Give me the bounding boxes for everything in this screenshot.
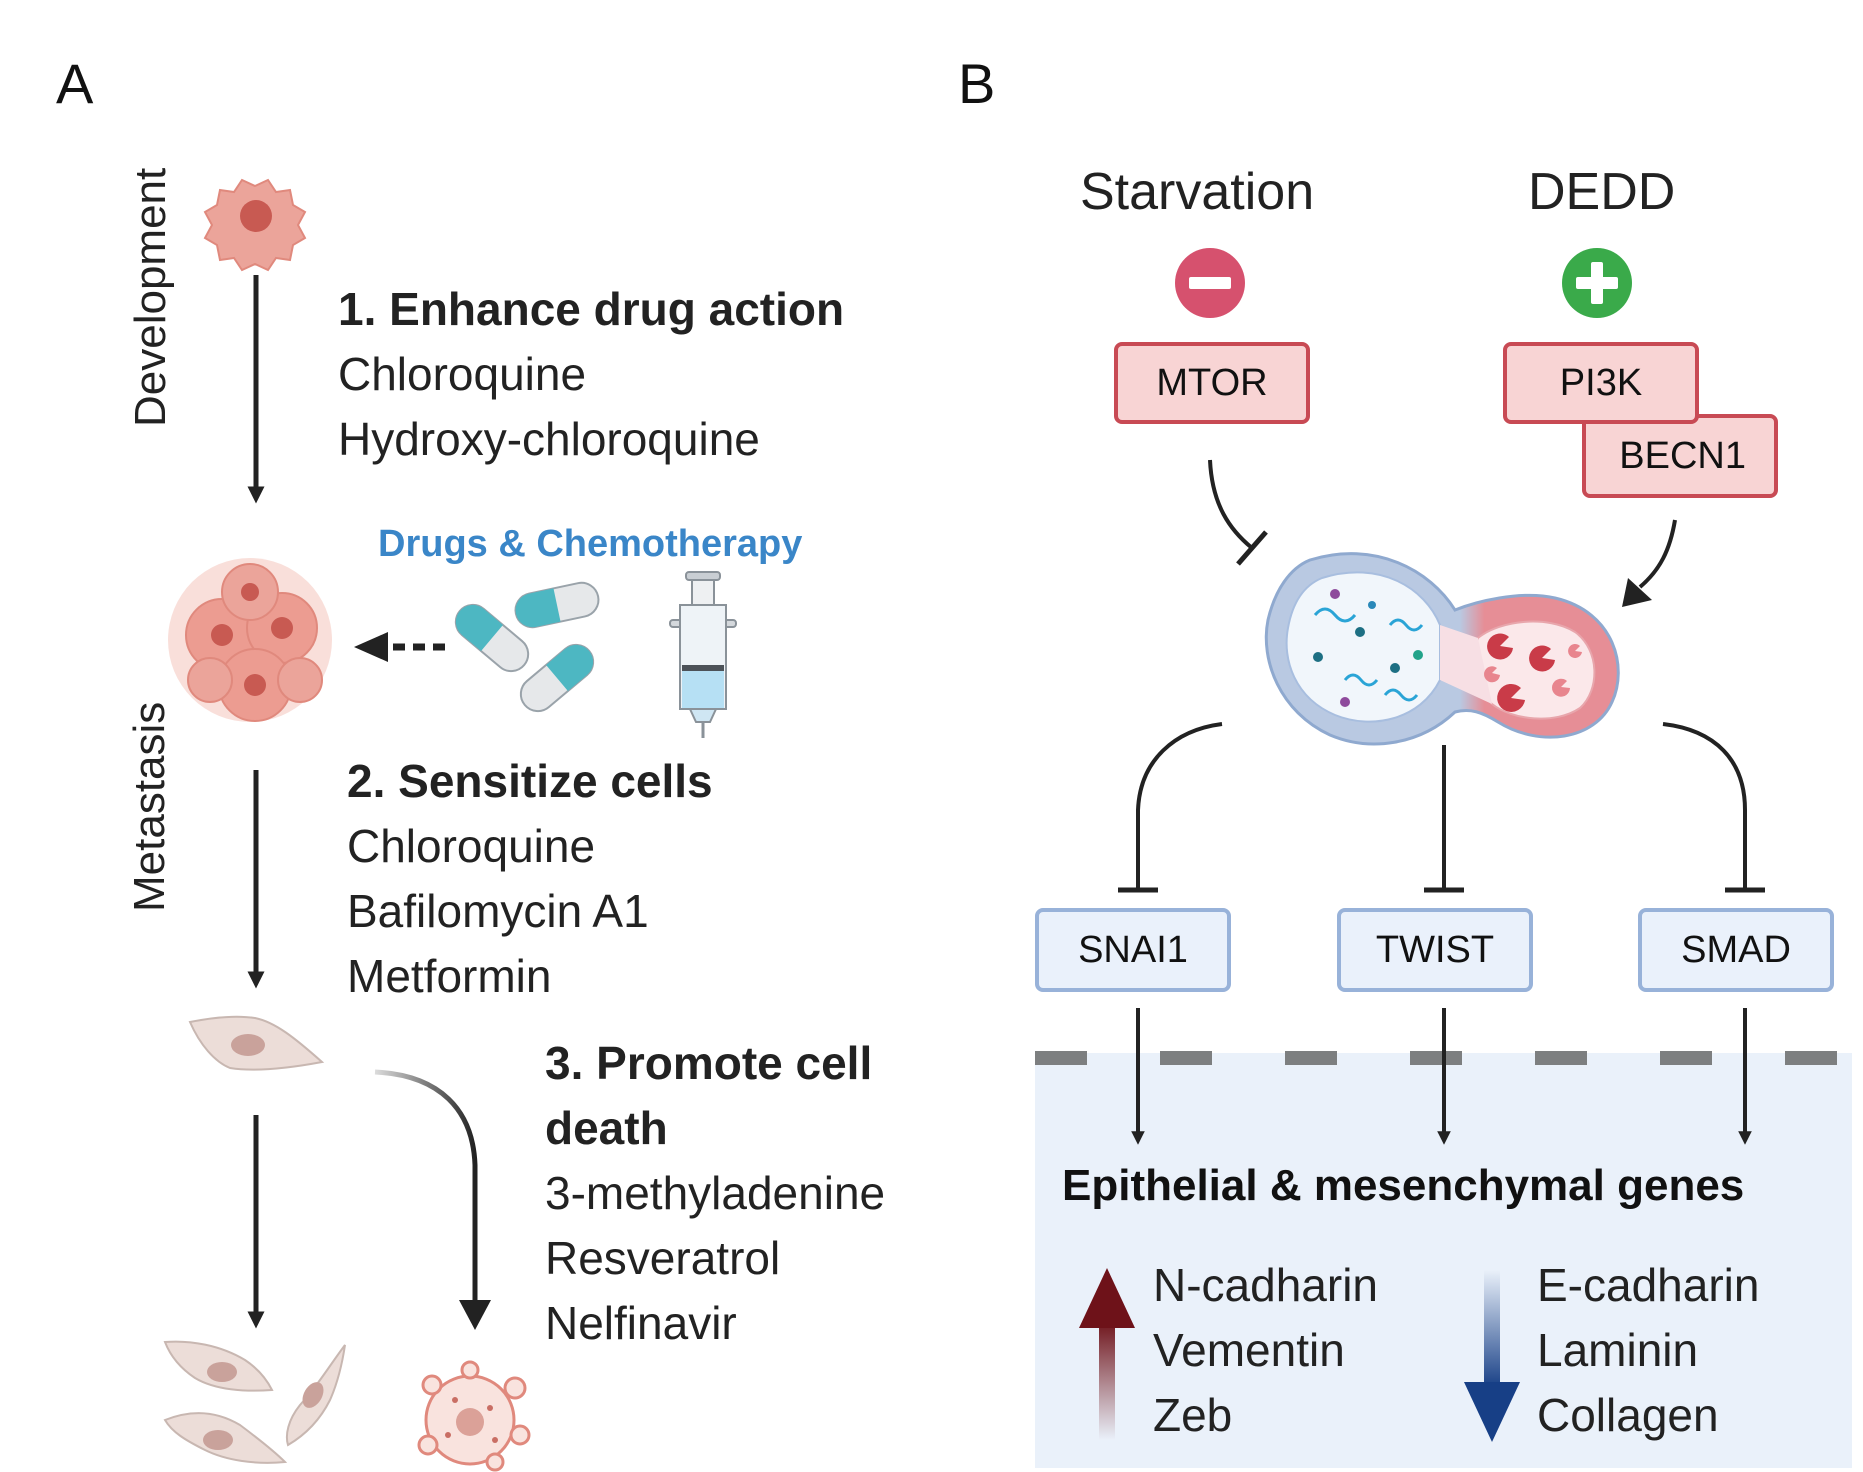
group3-heading-cont: death (545, 1102, 668, 1154)
smad-inhibition-line (1662, 722, 1747, 890)
snai1-box: SNAI1 (1035, 908, 1231, 992)
pill-icon (454, 603, 530, 673)
dying-cell-icon (417, 1360, 531, 1472)
smad-box: SMAD (1638, 908, 1834, 992)
snai1-inhibition-line (1136, 722, 1223, 890)
cell-death-arrowhead (459, 1300, 491, 1330)
becn1-box: BECN1 (1582, 414, 1778, 498)
migrating-cell-icon (188, 1015, 325, 1071)
upregulated-gene: Vementin (1153, 1324, 1345, 1376)
group3-item: 3-methyladenine (545, 1167, 886, 1219)
twist-box: TWIST (1337, 908, 1533, 992)
tumor-cluster-icon (168, 558, 332, 722)
dedd-label: DEDD (1528, 163, 1676, 221)
upregulation-arrow-icon (1079, 1268, 1135, 1440)
cell-death-arrow (374, 1069, 478, 1310)
genes-heading: Epithelial & mesenchymal genes (1062, 1161, 1745, 1210)
starvation-label: Starvation (1080, 163, 1315, 221)
development-stage-label: Development (126, 167, 175, 427)
group1-item: Hydroxy-chloroquine (338, 413, 760, 465)
group3-item: Resveratrol (545, 1232, 781, 1284)
group3-heading: 3. Promote cell (545, 1037, 873, 1089)
minus-icon (1175, 248, 1245, 318)
becn1-activation-line (1638, 519, 1677, 589)
group2-item: Bafilomycin A1 (347, 885, 649, 937)
syringe-icon (669, 571, 737, 738)
mtor-inhibition-bar (1236, 530, 1268, 566)
downregulation-arrow-icon (1464, 1270, 1520, 1442)
cancer-cell-icon (203, 178, 307, 272)
group1-heading: 1. Enhance drug action (338, 283, 845, 335)
mtor-inhibition-line (1208, 459, 1254, 550)
group1-item: Chloroquine (338, 348, 587, 400)
upregulated-gene: N-cadharin (1153, 1259, 1378, 1311)
autolysosome-icon (1264, 552, 1620, 746)
group2-item: Metformin (347, 950, 552, 1002)
downregulated-gene: Collagen (1537, 1389, 1719, 1441)
group2-heading: 2. Sensitize cells (347, 755, 713, 807)
spread-cells-icon (163, 1340, 346, 1464)
panel-a-label: A (56, 52, 94, 115)
group2-item: Chloroquine (347, 820, 596, 872)
pill-icon (514, 581, 600, 629)
mtor-box: MTOR (1114, 342, 1310, 424)
pill-icon (519, 643, 595, 713)
panel-b-label: B (958, 52, 996, 115)
upregulated-gene: Zeb (1153, 1389, 1233, 1441)
group3-item: Nelfinavir (545, 1297, 737, 1349)
plus-icon (1562, 248, 1632, 318)
drugs-chemotherapy-heading: Drugs & Chemotherapy (378, 523, 803, 565)
pi3k-box: PI3K (1503, 342, 1699, 424)
becn1-activation-arrowhead (1622, 578, 1652, 607)
downregulated-gene: E-cadharin (1537, 1259, 1760, 1311)
metastasis-stage-label: Metastasis (125, 701, 174, 912)
downregulated-gene: Laminin (1537, 1324, 1699, 1376)
drug-action-arrowhead (354, 632, 388, 662)
